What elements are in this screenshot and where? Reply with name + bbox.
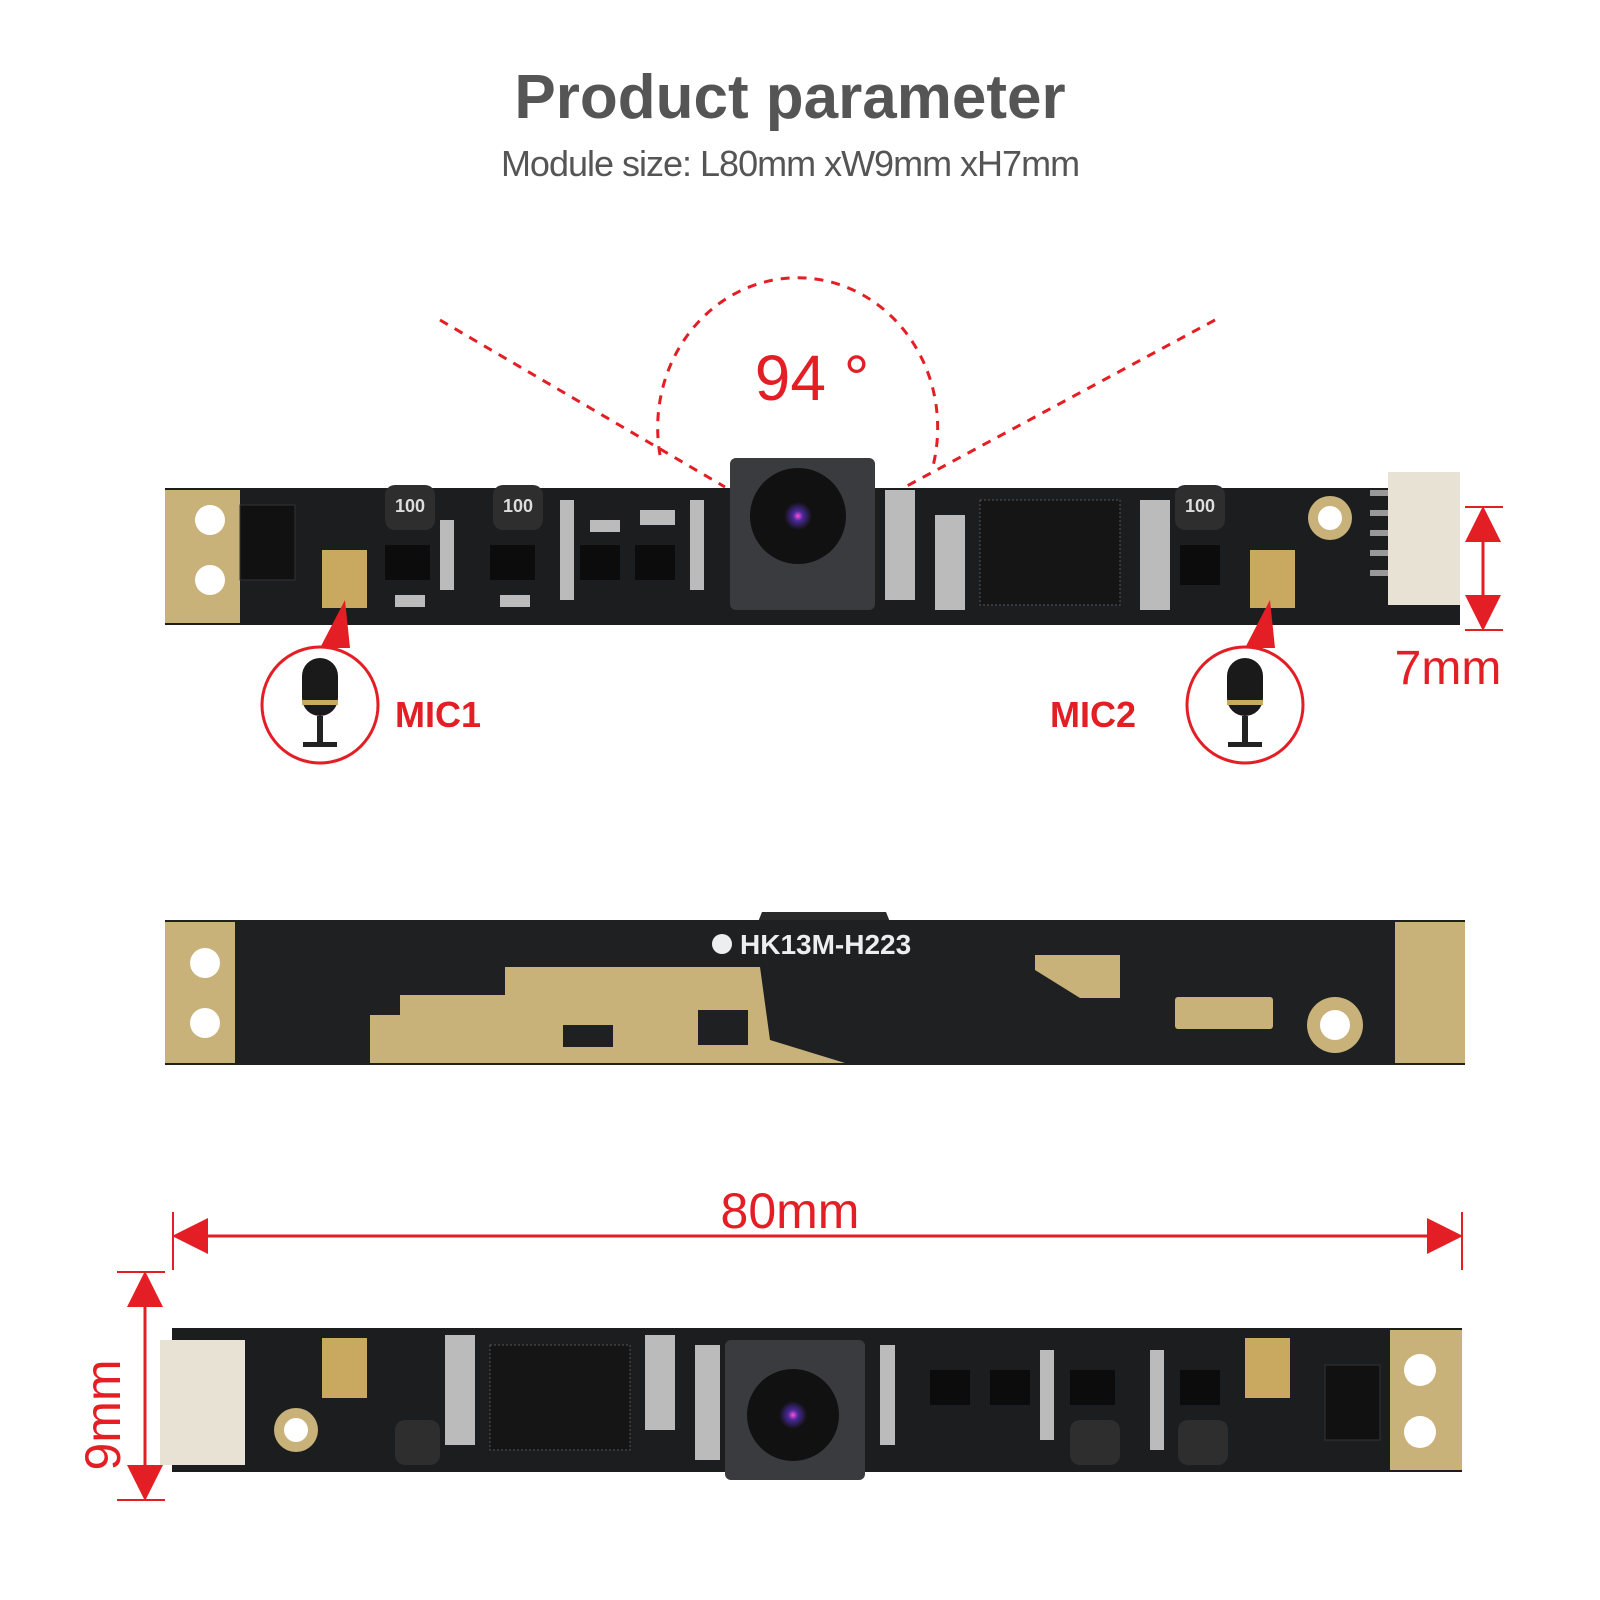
connector xyxy=(160,1340,245,1465)
mic1-callout: MIC1 xyxy=(260,600,481,765)
microphone-icon xyxy=(302,658,338,747)
inductor-marking: 100 xyxy=(1185,496,1215,516)
mic1-label: MIC1 xyxy=(395,694,481,735)
bottom-board-front-view xyxy=(160,1328,1462,1480)
fov-arc xyxy=(656,276,940,471)
inductor-marking: 100 xyxy=(503,496,533,516)
camera-lens xyxy=(784,502,812,530)
height-dimension: 7mm xyxy=(1395,506,1503,695)
module-size-subtitle: Module size: L80mm xW9mm xH7mm xyxy=(500,143,1080,184)
field-of-view-indicator: 94 ° xyxy=(439,276,1216,489)
fov-line-left xyxy=(439,318,726,489)
connector xyxy=(1388,472,1460,605)
height-label: 7mm xyxy=(1395,642,1502,695)
mic2-label: MIC2 xyxy=(1050,694,1136,735)
top-board-front-view: 100 100 100 xyxy=(165,458,1460,625)
mic1-component xyxy=(322,550,367,608)
inductor-marking: 100 xyxy=(395,496,425,516)
mic2-component xyxy=(1250,550,1295,608)
page-title: Product parameter xyxy=(514,63,1066,132)
microphone-icon xyxy=(1227,658,1263,747)
manufacturer-logo-icon xyxy=(712,934,732,954)
length-dimension: 80mm xyxy=(172,1183,1463,1270)
middle-board-back-view: HK13M-H223 xyxy=(165,912,1465,1065)
length-label: 80mm xyxy=(721,1183,860,1239)
width-label: 9mm xyxy=(75,1359,131,1470)
board-label: HK13M-H223 xyxy=(740,929,911,960)
camera-lens xyxy=(779,1401,807,1429)
fov-line-right xyxy=(904,318,1216,489)
view-angle-label: 94 ° xyxy=(755,342,870,414)
width-dimension: 9mm xyxy=(75,1271,165,1501)
mic2-callout: MIC2 xyxy=(1050,600,1305,765)
